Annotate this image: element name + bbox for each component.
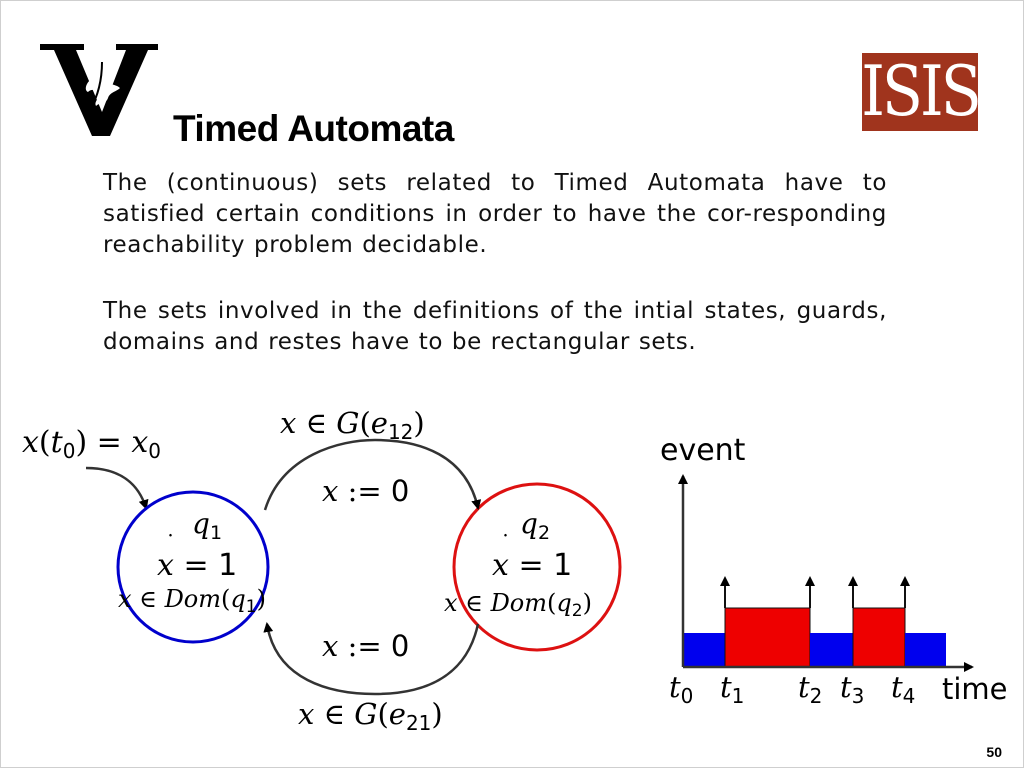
transition-q2-q1-arc [263, 622, 480, 696]
vanderbilt-v-oak-leaf-icon [40, 44, 158, 136]
tick-t4: t4 [891, 670, 915, 708]
page-number: 50 [986, 744, 1002, 760]
state-q1-flow: x = 1 [157, 548, 237, 583]
event-segment-high-1 [724, 607, 811, 668]
initial-arrow [85, 466, 149, 510]
state-q2-flow: x = 1 [492, 548, 572, 583]
event-plot: event t0 t1 t2 t3 t4 time [660, 433, 1008, 708]
event-segment-low-2 [810, 633, 853, 667]
state-q1-domain: x ∈ Dom(q1) [118, 585, 266, 617]
event-segment-low-1 [683, 633, 725, 667]
state-q2-flow-dot: ˙ [500, 532, 511, 557]
slide-title: Timed Automata [173, 108, 454, 149]
state-q2-circle [452, 482, 622, 652]
tick-t0: t0 [669, 670, 693, 708]
tick-t3: t3 [840, 670, 864, 708]
event-axis-label: event [660, 433, 746, 468]
time-axis-label: time [942, 672, 1008, 706]
state-q1-name: q1 [192, 507, 222, 544]
initial-condition: x(t0) = x0 [22, 425, 161, 463]
paragraph-rectangular-sets: The sets involved in the definitions of … [103, 298, 887, 355]
guard-e21: x ∈ G(e21) [298, 697, 443, 735]
tick-t1: t1 [720, 670, 744, 708]
isis-logo: ISIS [862, 53, 978, 131]
state-q1-flow-dot: ˙ [165, 532, 176, 557]
paragraph-conditions: The (continuous) sets related to Timed A… [103, 170, 887, 258]
reset-e12: x := 0 [322, 474, 409, 508]
guard-e12: x ∈ G(e12) [280, 406, 425, 444]
event-segment-high-2 [852, 607, 906, 668]
state-q2-domain: x ∈ Dom(q2) [444, 589, 592, 621]
transition-q1-q2-arc [263, 438, 482, 511]
event-segment-low-3 [905, 633, 946, 667]
reset-e21: x := 0 [322, 629, 409, 663]
state-q1-circle [116, 490, 270, 644]
state-q2-name: q2 [520, 507, 550, 544]
tick-t2: t2 [798, 670, 822, 708]
